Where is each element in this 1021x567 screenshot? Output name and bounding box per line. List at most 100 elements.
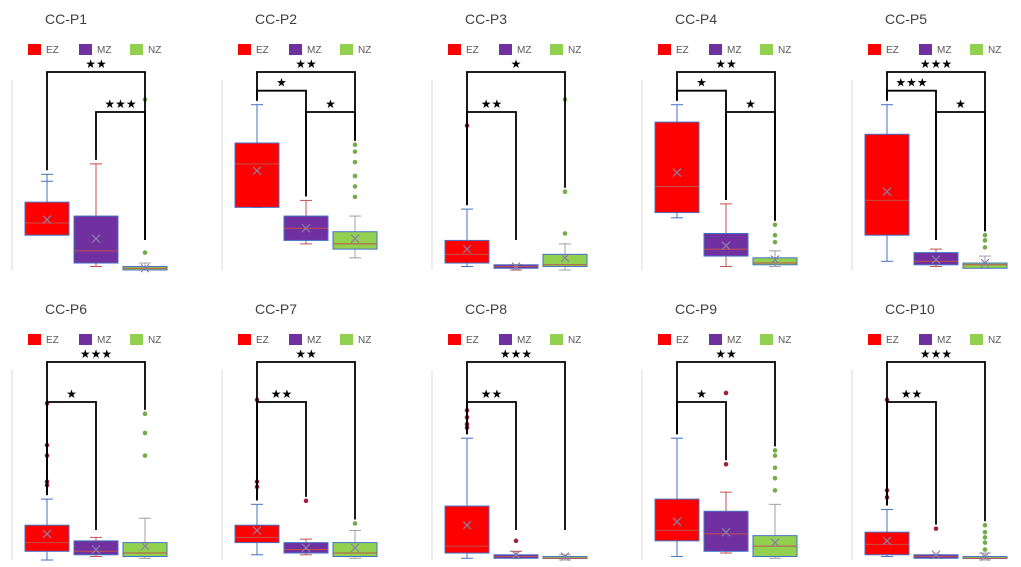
legend-swatch-mz — [709, 334, 722, 345]
significance-bracket — [46, 401, 97, 530]
mean-marker — [672, 517, 682, 527]
legend-swatch-ez — [658, 334, 671, 345]
outlier-point — [933, 526, 939, 531]
significance-stars: ★ — [66, 387, 77, 401]
significance-stars: ★★ — [481, 387, 503, 401]
legend-label-ez: EZ — [256, 45, 269, 56]
legend-label-ez: EZ — [886, 335, 899, 346]
legend-label-mz: MZ — [307, 45, 321, 56]
mean-marker — [91, 545, 101, 554]
box-mz — [913, 252, 959, 266]
significance-stars: ★ — [325, 97, 336, 111]
significance-bracket — [725, 111, 776, 221]
legend-swatch-mz — [289, 44, 302, 55]
significance-bracket — [886, 361, 986, 522]
significance-stars: ★ — [745, 97, 756, 111]
legend-swatch-mz — [289, 334, 302, 345]
mean-marker — [42, 215, 52, 224]
legend-swatch-nz — [760, 44, 773, 55]
outlier-point — [142, 430, 148, 436]
legend-label-nz: NZ — [568, 45, 581, 56]
chart-title: CC-P7 — [255, 301, 297, 317]
outlier-point — [772, 465, 778, 471]
outlier-point — [982, 238, 988, 243]
mean-marker — [301, 223, 311, 233]
legend-swatch-nz — [970, 334, 983, 345]
mean-marker — [672, 168, 682, 177]
legend-swatch-ez — [658, 44, 671, 55]
legend-label-ez: EZ — [46, 335, 59, 346]
box-ez — [24, 524, 70, 552]
outlier-point — [303, 498, 309, 504]
legend-label-nz: NZ — [988, 335, 1001, 346]
mean-marker — [301, 543, 311, 553]
outlier-point — [982, 540, 988, 545]
significance-stars: ★★ — [85, 57, 107, 71]
outlier-point — [352, 159, 358, 165]
legend-label-mz: MZ — [937, 335, 951, 346]
mean-marker — [882, 187, 892, 197]
chart-title: CC-P5 — [885, 11, 927, 27]
significance-bracket — [466, 71, 566, 206]
significance-bracket — [256, 361, 356, 520]
box-ez — [444, 239, 490, 264]
legend-swatch-nz — [340, 334, 353, 345]
box-mz — [73, 215, 119, 264]
legend-swatch-ez — [238, 334, 251, 345]
box-ez — [654, 121, 700, 214]
legend-label-ez: EZ — [256, 335, 269, 346]
legend-swatch-ez — [868, 44, 881, 55]
significance-stars: ★ — [511, 57, 522, 71]
significance-stars: ★★★ — [104, 97, 136, 111]
box-ez — [864, 133, 910, 236]
box-ez — [234, 142, 280, 208]
outlier-point — [142, 411, 148, 417]
outlier-point — [723, 390, 729, 396]
mean-marker — [91, 234, 101, 244]
box-nz — [542, 253, 588, 268]
legend-swatch-ez — [238, 44, 251, 55]
outlier-point — [982, 535, 988, 540]
legend-swatch-mz — [499, 44, 512, 55]
box-mz — [703, 510, 749, 552]
significance-stars: ★★★ — [80, 347, 112, 361]
chart-title: CC-P2 — [255, 11, 297, 27]
mean-marker — [42, 529, 52, 539]
outlier-point — [723, 462, 729, 467]
outlier-point — [772, 232, 778, 238]
legend-label-nz: NZ — [148, 335, 161, 346]
chart-title: CC-P3 — [465, 11, 507, 27]
outlier-point — [772, 448, 778, 453]
outlier-point — [352, 173, 358, 179]
mean-marker — [770, 538, 780, 548]
legend-swatch-nz — [550, 334, 563, 345]
outlier-point — [772, 239, 778, 245]
significance-stars: ★★ — [715, 347, 737, 361]
legend-label-nz: NZ — [148, 45, 161, 56]
mean-marker — [350, 543, 360, 553]
mean-marker — [462, 244, 472, 254]
box-ez — [444, 505, 490, 554]
mean-marker — [560, 552, 570, 561]
legend-label-ez: EZ — [466, 335, 479, 346]
outlier-point — [562, 231, 568, 236]
legend-label-ez: EZ — [46, 45, 59, 56]
significance-bracket — [886, 401, 937, 525]
outlier-point — [772, 488, 778, 493]
legend-label-nz: NZ — [778, 335, 791, 346]
significance-stars: ★★ — [481, 97, 503, 111]
legend-swatch-nz — [970, 44, 983, 55]
significance-bracket — [95, 111, 146, 240]
significance-bracket — [886, 71, 986, 232]
box-ez — [24, 201, 70, 236]
mean-marker — [140, 263, 150, 273]
legend-label-nz: NZ — [988, 45, 1001, 56]
mean-marker — [140, 541, 150, 551]
significance-bracket — [256, 401, 307, 501]
